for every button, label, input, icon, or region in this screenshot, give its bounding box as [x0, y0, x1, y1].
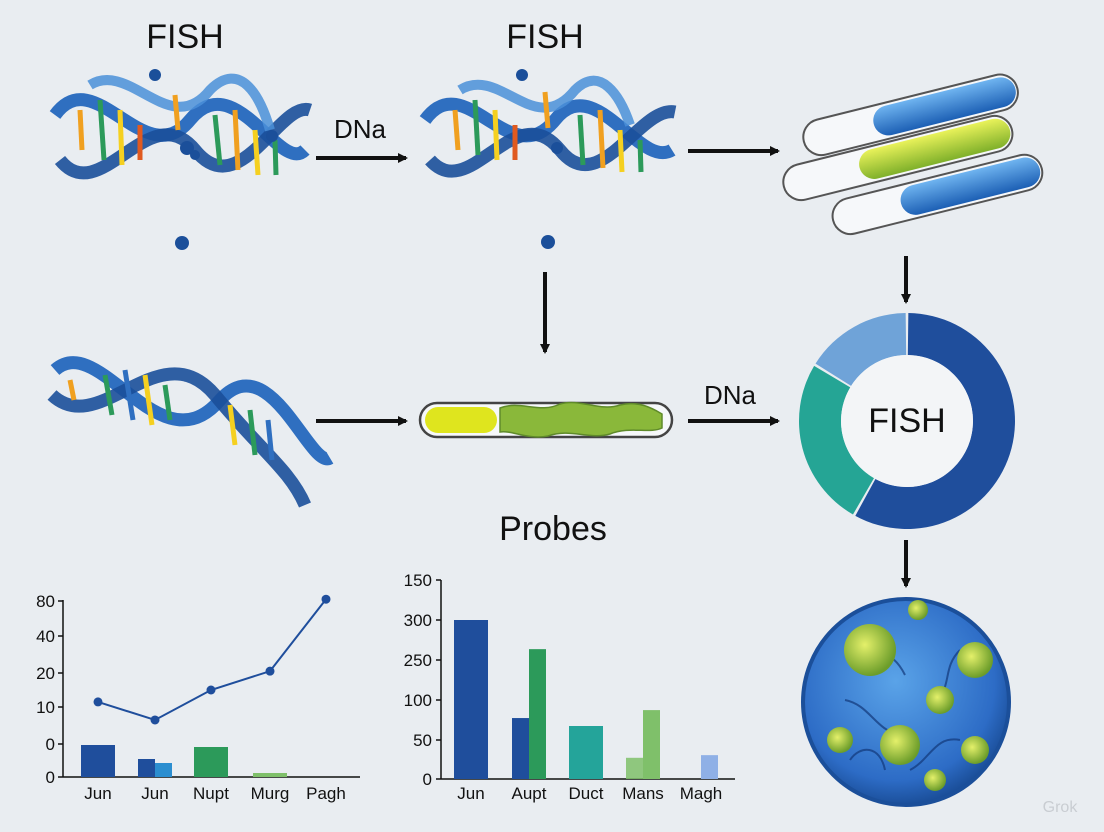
x-tick-label: Nupt	[193, 784, 229, 803]
y-tick-label: 80	[36, 592, 55, 611]
fish-label-middle: FISH	[506, 18, 583, 56]
x-tick-label: Mans	[622, 784, 664, 803]
chart-bar	[569, 726, 603, 779]
y-tick-label: 150	[404, 571, 432, 590]
line-point	[321, 594, 331, 604]
fish-label-left: FISH	[146, 18, 223, 56]
chart-bar	[253, 773, 287, 777]
y-tick-label: 100	[404, 691, 432, 710]
dna-helix-middle-left-icon	[47, 356, 334, 508]
chart-bar	[81, 745, 115, 777]
chart-bar	[529, 649, 546, 779]
x-tick-label: Magh	[680, 784, 723, 803]
line-point	[150, 715, 160, 725]
dna-arrow-label-top: DNa	[334, 114, 387, 144]
watermark-text: Grok	[1043, 799, 1079, 816]
x-tick-label: Jun	[141, 784, 168, 803]
chart-bar	[701, 755, 718, 779]
chart-bar	[155, 763, 172, 777]
chart-bar	[643, 710, 660, 779]
y-tick-label: 50	[413, 731, 432, 750]
chart-bar	[454, 620, 488, 779]
series-line	[97, 598, 327, 722]
x-tick-label: Duct	[569, 784, 604, 803]
donut-segment	[855, 313, 1015, 529]
y-tick-label: 10	[36, 698, 55, 717]
donut-hole	[841, 355, 973, 487]
y-tick-label: 0	[423, 770, 432, 789]
chart-bar	[512, 718, 529, 779]
line-point	[206, 685, 216, 695]
sample-tube-icon	[418, 401, 674, 439]
cell-nucleus-icon	[801, 597, 1011, 807]
x-tick-label: Jun	[457, 784, 484, 803]
donut-segment	[815, 313, 907, 386]
chart-bar	[194, 747, 228, 777]
x-tick-label: Aupt	[512, 784, 547, 803]
x-tick-label: Jun	[84, 784, 111, 803]
dna-helix-top-left-icon	[49, 69, 313, 250]
donut-chart	[799, 313, 1015, 529]
y-tick-label: 40	[36, 627, 55, 646]
y-tick-label: 0	[46, 768, 55, 787]
y-tick-label: 20	[36, 664, 55, 683]
line-point	[93, 697, 103, 707]
x-tick-label: Pagh	[306, 784, 346, 803]
test-tubes-icon	[782, 73, 1044, 236]
x-tick-label: Murg	[251, 784, 290, 803]
chart-bar	[626, 757, 643, 779]
dna-arrow-label-middle: DNa	[704, 380, 757, 410]
y-tick-label: 300	[404, 611, 432, 630]
probes-title: Probes	[499, 510, 607, 548]
y-tick-label: 250	[404, 651, 432, 670]
donut-center-label: FISH	[868, 402, 945, 440]
chart-bar	[138, 759, 155, 777]
donut-segment	[799, 365, 874, 515]
dna-helix-top-middle-icon	[419, 69, 677, 249]
line-point	[265, 666, 275, 676]
y-tick-label: 0	[46, 735, 55, 754]
